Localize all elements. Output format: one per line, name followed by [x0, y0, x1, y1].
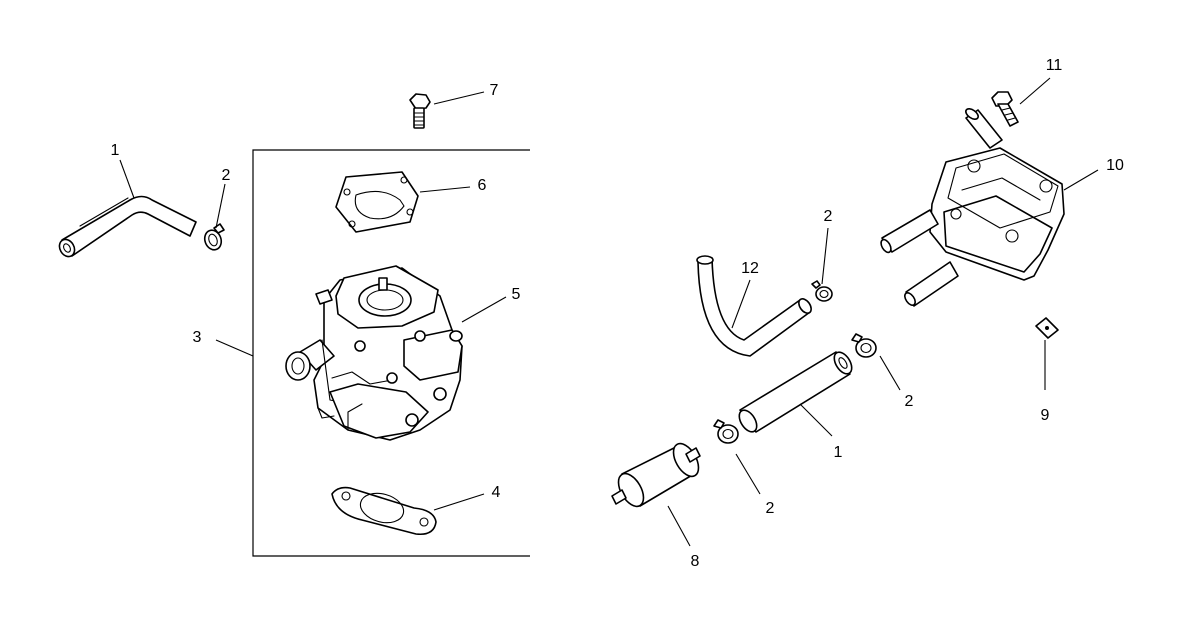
leader-lines [119, 77, 1099, 547]
fuel-filter-part-8 [611, 442, 701, 508]
hose-clamp-part-2-left [203, 223, 225, 251]
callout-2-top: 2 [824, 208, 833, 225]
callout-11: 11 [1046, 57, 1063, 74]
callout-labels: 1 2 3 4 5 6 7 8 9 10 11 12 2 1 2 2 [111, 57, 1124, 570]
hose-clamp-part-2-right [851, 333, 877, 358]
nut-part-9 [1035, 317, 1059, 339]
hose-clamp-part-2-top [811, 280, 833, 302]
callout-2-bottom: 2 [766, 500, 775, 517]
callout-10: 10 [1106, 157, 1124, 174]
carburetor-part-5 [285, 265, 463, 441]
hose-clamp-part-2-bottom [713, 419, 739, 444]
bent-hose-part-12 [696, 255, 812, 357]
upper-gasket-part-6 [335, 171, 419, 233]
callout-5: 5 [512, 286, 521, 303]
hose-part-1-right [738, 351, 853, 433]
callout-2-left: 2 [222, 167, 231, 184]
hose-part-1-left [58, 195, 197, 258]
callout-1-right: 1 [834, 444, 843, 461]
callout-2-right: 2 [905, 393, 914, 410]
callout-7: 7 [490, 82, 499, 99]
callout-4: 4 [492, 484, 501, 501]
assembly-bracket-part-3 [252, 149, 530, 557]
callout-3: 3 [193, 329, 202, 346]
callout-9: 9 [1041, 407, 1050, 424]
callout-12: 12 [741, 260, 759, 277]
lower-gasket-part-4 [331, 486, 437, 536]
bolt-part-7 [409, 93, 431, 129]
callout-8: 8 [691, 553, 700, 570]
pump-bolt-part-11 [991, 91, 1019, 127]
callout-1-left: 1 [111, 142, 120, 159]
callout-6: 6 [478, 177, 487, 194]
fuel-pump-part-10 [880, 108, 1065, 307]
